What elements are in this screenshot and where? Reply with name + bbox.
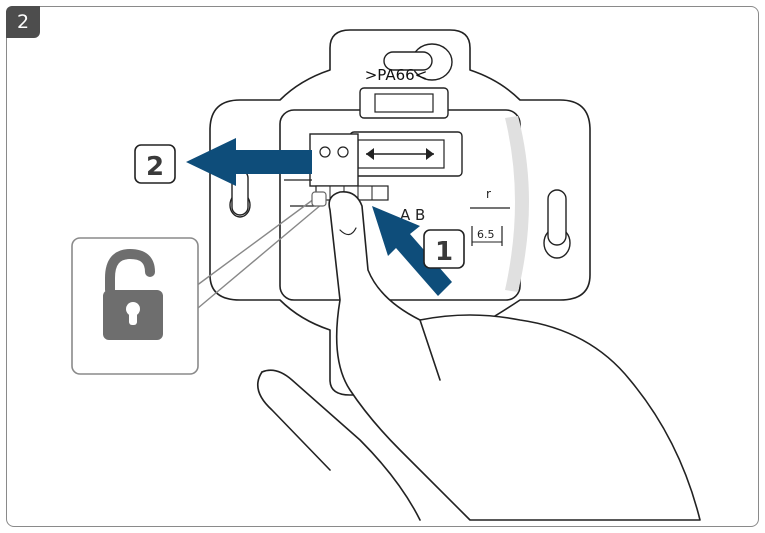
callout-badge-1: 1 [423, 229, 465, 269]
unlocked-padlock-icon [103, 248, 163, 340]
hand-illustration [256, 190, 701, 521]
callout-line-top [195, 195, 319, 287]
strip-length-value: 6.5 [477, 228, 495, 241]
callout-label-1: 1 [435, 237, 453, 267]
unlock-panel [71, 237, 199, 375]
step-number-badge: 2 [6, 6, 40, 38]
strip-length-indicator: r 6.5 [470, 187, 510, 246]
terminal-labels: A B [400, 206, 425, 224]
lock-callout-target [311, 191, 327, 207]
strip-symbol: r [486, 187, 491, 201]
callout-badge-2: 2 [134, 144, 176, 184]
press-arrow [372, 206, 452, 296]
material-marking: >PA66< [365, 66, 428, 84]
pull-out-arrow [186, 138, 312, 186]
callout-label-2: 2 [146, 152, 164, 182]
callout-line-bottom [197, 203, 323, 309]
